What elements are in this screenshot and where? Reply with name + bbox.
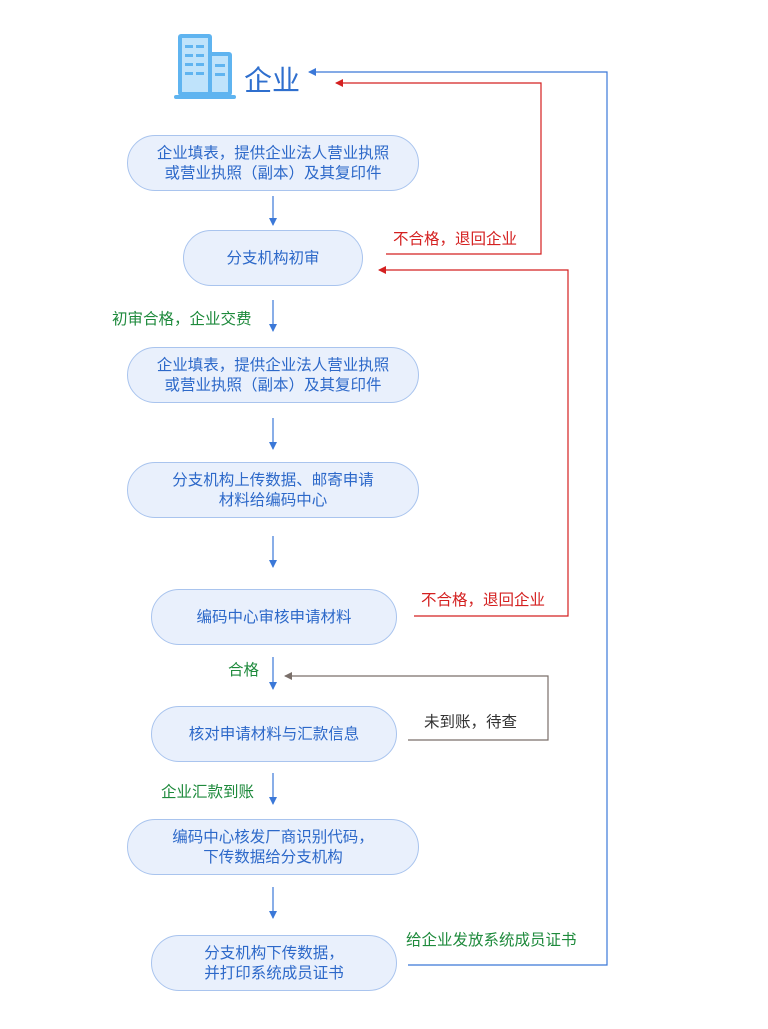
label-pass: 合格 [228, 661, 260, 679]
building-icon [174, 34, 236, 99]
label-not-arrived: 未到账，待查 [424, 713, 518, 731]
step-print-certificate: 分支机构下传数据， 并打印系统成员证书 [151, 935, 397, 991]
label-initial-pass: 初审合格，企业交费 [112, 310, 252, 328]
step-center-review: 编码中心审核申请材料 [151, 589, 397, 645]
certificate-loop [308, 68, 608, 966]
step-branch-initial-review: 分支机构初审 [183, 230, 363, 286]
fail-loop-1 [335, 79, 542, 255]
step-enterprise-application-2: 企业填表，提供企业法人营业执照 或营业执照（副本）及其复印件 [127, 347, 419, 403]
step-issue-code: 编码中心核发厂商识别代码， 下传数据给分支机构 [127, 819, 419, 875]
step-verify-remittance: 核对申请材料与汇款信息 [151, 706, 397, 762]
label-remit-arrived: 企业汇款到账 [161, 783, 255, 801]
pending-loop [284, 672, 549, 741]
fail-loop-2 [378, 266, 569, 617]
label-issue-certificate: 给企业发放系统成员证书 [406, 931, 577, 949]
step-enterprise-application: 企业填表，提供企业法人营业执照 或营业执照（副本）及其复印件 [127, 135, 419, 191]
label-fail-return-2: 不合格，退回企业 [421, 591, 546, 609]
header-title: 企业 [244, 64, 301, 97]
label-fail-return-1: 不合格，退回企业 [393, 230, 518, 248]
step-branch-upload-mail: 分支机构上传数据、邮寄申请 材料给编码中心 [127, 462, 419, 518]
